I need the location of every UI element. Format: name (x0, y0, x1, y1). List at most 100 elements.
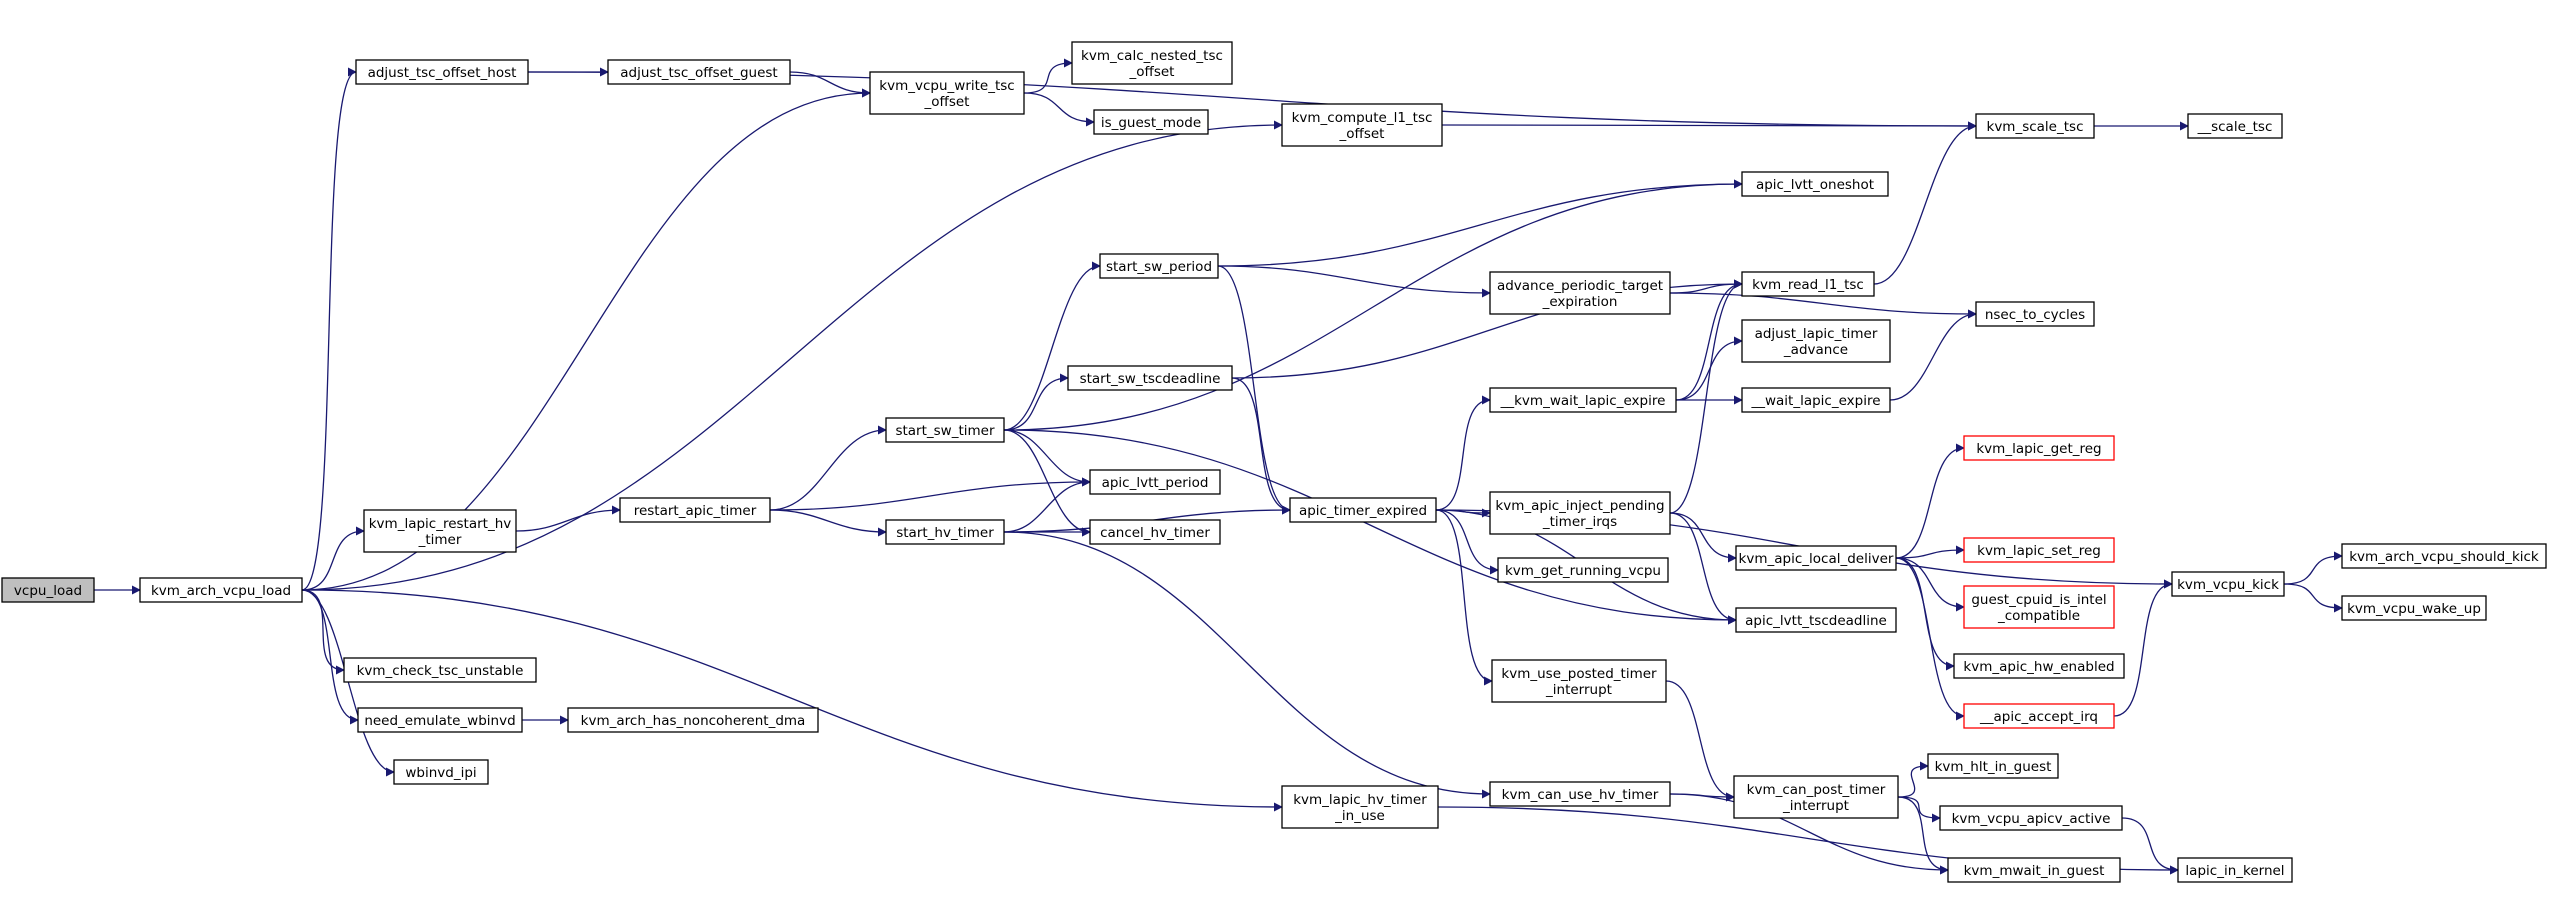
node-kvm_apic_hw_enabled[interactable]: kvm_apic_hw_enabled (1953, 653, 2125, 679)
node-label: kvm_mwait_in_guest (1964, 863, 2105, 879)
node-__kvm_wait_lapic_expire[interactable]: __kvm_wait_lapic_expire (1489, 387, 1677, 413)
node-label: _advance (1783, 342, 1848, 358)
node-label: kvm_lapic_set_reg (1977, 543, 2101, 559)
node-label: apic_lvtt_oneshot (1756, 177, 1874, 193)
node-label: _compatible (1997, 608, 2080, 624)
node-__apic_accept_irq[interactable]: __apic_accept_irq (1963, 703, 2115, 729)
node-vcpu_load[interactable]: vcpu_load (1, 577, 95, 603)
edge-start_sw_timer-to-cancel_hv_timer (1003, 429, 1091, 537)
node-lapic_in_kernel[interactable]: lapic_in_kernel (2177, 857, 2293, 883)
node-kvm_check_tsc_unstable[interactable]: kvm_check_tsc_unstable (343, 657, 537, 683)
node-wbinvd_ipi[interactable]: wbinvd_ipi (393, 759, 489, 785)
node-kvm_scale_tsc[interactable]: kvm_scale_tsc (1975, 113, 2095, 139)
node-label: __kvm_wait_lapic_expire (1500, 393, 1666, 409)
node-__scale_tsc[interactable]: __scale_tsc (2187, 113, 2283, 139)
node-kvm_apic_inject_pending_timer_irqs[interactable]: kvm_apic_inject_pending_timer_irqs (1489, 491, 1671, 535)
node-kvm_use_posted_timer_interrupt[interactable]: kvm_use_posted_timer_interrupt (1491, 659, 1667, 703)
node-adjust_tsc_offset_guest[interactable]: adjust_tsc_offset_guest (607, 59, 791, 85)
edge-__kvm_wait_lapic_expire-to-adjust_lapic_timer_advance (1675, 336, 1743, 401)
edge-start_sw_timer-to-apic_lvtt_tscdeadline (1003, 429, 1737, 625)
node-kvm_lapic_set_reg[interactable]: kvm_lapic_set_reg (1963, 537, 2115, 563)
node-__wait_lapic_expire[interactable]: __wait_lapic_expire (1741, 387, 1891, 413)
node-box (363, 509, 517, 553)
node-apic_lvtt_oneshot[interactable]: apic_lvtt_oneshot (1741, 171, 1889, 197)
node-kvm_arch_vcpu_load[interactable]: kvm_arch_vcpu_load (139, 577, 303, 603)
node-box (1741, 171, 1889, 197)
edge-kvm_vcpu_kick-to-kvm_vcpu_wake_up (2283, 583, 2343, 613)
node-apic_lvtt_period[interactable]: apic_lvtt_period (1089, 469, 1221, 495)
node-box (1741, 387, 1891, 413)
node-kvm_vcpu_kick[interactable]: kvm_vcpu_kick (2171, 571, 2285, 597)
node-label: kvm_arch_has_noncoherent_dma (581, 713, 806, 729)
node-apic_lvtt_tscdeadline[interactable]: apic_lvtt_tscdeadline (1735, 607, 1897, 633)
node-start_sw_period[interactable]: start_sw_period (1099, 253, 1219, 279)
node-kvm_get_running_vcpu[interactable]: kvm_get_running_vcpu (1497, 557, 1669, 583)
node-start_hv_timer[interactable]: start_hv_timer (885, 519, 1005, 545)
edge-kvm_can_post_timer_interrupt-to-kvm_vcpu_apicv_active (1897, 796, 1941, 823)
node-box (1071, 41, 1233, 85)
node-box (1281, 785, 1439, 829)
node-start_sw_timer[interactable]: start_sw_timer (885, 417, 1005, 443)
node-apic_timer_expired[interactable]: apic_timer_expired (1289, 497, 1437, 523)
node-label: cancel_hv_timer (1100, 525, 1210, 541)
node-box (1489, 271, 1671, 315)
node-label: kvm_vcpu_write_tsc (879, 78, 1014, 94)
node-kvm_arch_vcpu_should_kick[interactable]: kvm_arch_vcpu_should_kick (2341, 543, 2547, 569)
node-kvm_lapic_restart_hv_timer[interactable]: kvm_lapic_restart_hv_timer (363, 509, 517, 553)
node-box (1939, 805, 2123, 831)
node-label: kvm_use_posted_timer (1501, 666, 1657, 682)
node-box (2341, 595, 2487, 621)
node-need_emulate_wbinvd[interactable]: need_emulate_wbinvd (357, 707, 523, 733)
edge-kvm_vcpu_write_tsc_offset-to-kvm_calc_nested_tsc_offset (1023, 58, 1073, 94)
node-restart_apic_timer[interactable]: restart_apic_timer (619, 497, 771, 523)
node-kvm_hlt_in_guest[interactable]: kvm_hlt_in_guest (1927, 753, 2059, 779)
edge-kvm_arch_vcpu_load-to-kvm_vcpu_write_tsc_offset (301, 88, 871, 591)
node-cancel_hv_timer[interactable]: cancel_hv_timer (1089, 519, 1221, 545)
node-kvm_can_post_timer_interrupt[interactable]: kvm_can_post_timer_interrupt (1733, 775, 1899, 819)
node-label: kvm_arch_vcpu_should_kick (2349, 549, 2539, 565)
node-box (1497, 557, 1669, 583)
node-box (2171, 571, 2285, 597)
node-advance_periodic_target_expiration[interactable]: advance_periodic_target_expiration (1489, 271, 1671, 315)
edge-start_sw_period-to-advance_periodic_target_expiration (1217, 265, 1491, 298)
node-box (1963, 537, 2115, 563)
node-adjust_lapic_timer_advance[interactable]: adjust_lapic_timer_advance (1741, 319, 1891, 363)
edge-kvm_arch_vcpu_load-to-need_emulate_wbinvd (301, 589, 359, 725)
node-kvm_lapic_get_reg[interactable]: kvm_lapic_get_reg (1963, 435, 2115, 461)
node-box (619, 497, 771, 523)
node-label: guest_cpuid_is_intel (1971, 592, 2106, 608)
node-label: need_emulate_wbinvd (364, 713, 515, 729)
node-label: __wait_lapic_expire (1750, 393, 1880, 409)
node-kvm_read_l1_tsc[interactable]: kvm_read_l1_tsc (1741, 271, 1875, 297)
edge-kvm_arch_vcpu_load-to-adjust_tsc_offset_host (301, 67, 357, 591)
node-kvm_lapic_hv_timer_in_use[interactable]: kvm_lapic_hv_timer_in_use (1281, 785, 1439, 829)
node-start_sw_tscdeadline[interactable]: start_sw_tscdeadline (1067, 365, 1233, 391)
node-box (343, 657, 537, 683)
node-kvm_vcpu_wake_up[interactable]: kvm_vcpu_wake_up (2341, 595, 2487, 621)
node-kvm_vcpu_write_tsc_offset[interactable]: kvm_vcpu_write_tsc_offset (869, 71, 1025, 115)
node-kvm_calc_nested_tsc_offset[interactable]: kvm_calc_nested_tsc_offset (1071, 41, 1233, 85)
node-box (1489, 781, 1671, 807)
edge-apic_timer_expired-to-__kvm_wait_lapic_expire (1435, 395, 1491, 511)
node-adjust_tsc_offset_host[interactable]: adjust_tsc_offset_host (355, 59, 529, 85)
node-box (1489, 491, 1671, 535)
node-kvm_arch_has_noncoherent_dma[interactable]: kvm_arch_has_noncoherent_dma (567, 707, 819, 733)
node-label: _in_use (1334, 808, 1385, 824)
edge-restart_apic_timer-to-start_sw_timer (769, 425, 887, 511)
node-is_guest_mode[interactable]: is_guest_mode (1093, 109, 1209, 135)
node-label: adjust_tsc_offset_host (368, 65, 517, 81)
node-box (1281, 103, 1443, 147)
edge-start_hv_timer-to-apic_lvtt_period (1003, 477, 1091, 533)
node-kvm_compute_l1_tsc_offset[interactable]: kvm_compute_l1_tsc_offset (1281, 103, 1443, 147)
node-kvm_can_use_hv_timer[interactable]: kvm_can_use_hv_timer (1489, 781, 1671, 807)
node-kvm_apic_local_deliver[interactable]: kvm_apic_local_deliver (1735, 545, 1897, 571)
node-guest_cpuid_is_intel_compatible[interactable]: guest_cpuid_is_intel_compatible (1963, 585, 2115, 629)
node-kvm_vcpu_apicv_active[interactable]: kvm_vcpu_apicv_active (1939, 805, 2123, 831)
node-label: kvm_lapic_hv_timer (1293, 792, 1427, 808)
node-label: kvm_vcpu_wake_up (2347, 601, 2481, 617)
node-label: kvm_check_tsc_unstable (357, 663, 524, 679)
node-nsec_to_cycles[interactable]: nsec_to_cycles (1975, 301, 2095, 327)
node-label: adjust_lapic_timer (1755, 326, 1878, 342)
node-kvm_mwait_in_guest[interactable]: kvm_mwait_in_guest (1947, 857, 2121, 883)
edge-apic_timer_expired-to-kvm_use_posted_timer_interrupt (1435, 509, 1493, 686)
